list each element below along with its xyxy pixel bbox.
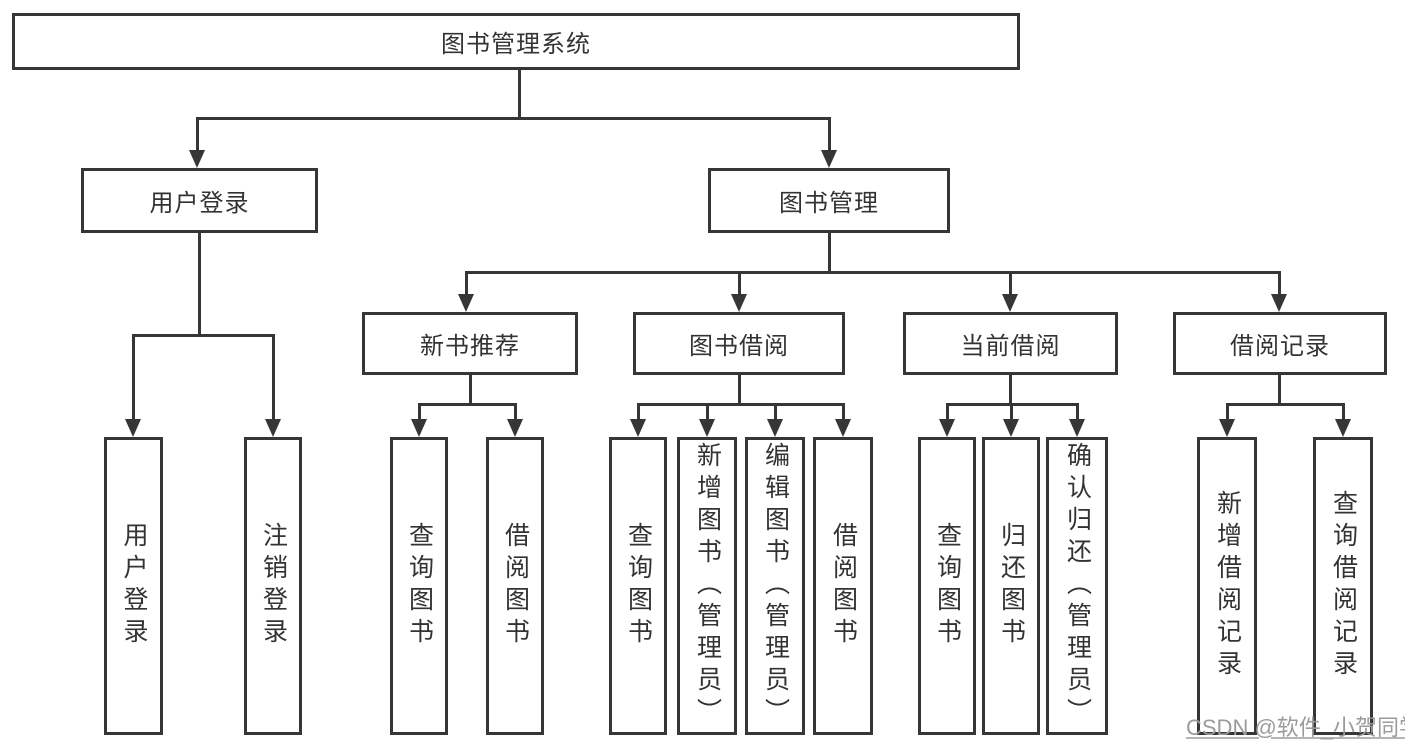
csdn-watermark: CSDN @软件_小贺同学 (1186, 715, 1405, 740)
connector-current-drop1 (946, 403, 949, 421)
node-user-login: 用户登录 (81, 168, 318, 233)
leaf-return-books: 归还图书 (982, 437, 1040, 735)
node-current-borrowing-label: 当前借阅 (960, 333, 1061, 360)
connector-bookmgmt-span (465, 271, 1280, 274)
connector-records-drop2 (1342, 403, 1345, 421)
connector-borrowing-stem (738, 375, 741, 406)
leaf-add-borrow-record: 新增借阅记录 (1197, 437, 1257, 735)
connector-root-span (196, 117, 830, 120)
connector-borrowing-drop3 (774, 403, 777, 421)
arrowhead-current-borrowing (1002, 294, 1018, 312)
arrowhead-edit-book-admin (767, 419, 783, 437)
connector-records-stem (1278, 375, 1281, 406)
node-book-borrowing: 图书借阅 (633, 312, 845, 375)
arrowhead-query-books-borrowing (630, 419, 646, 437)
connector-root-drop-right (828, 117, 831, 152)
connector-bookmgmt-drop2 (738, 271, 741, 296)
node-new-book-recommend-label: 新书推荐 (420, 333, 520, 360)
leaf-query-books-borrowing: 查询图书 (609, 437, 667, 735)
node-borrowing-records-label: 借阅记录 (1230, 333, 1330, 360)
node-book-management: 图书管理 (708, 168, 950, 233)
arrowhead-borrow-books-borrowing (835, 419, 851, 437)
connector-userlogin-drop1 (132, 334, 135, 421)
leaf-borrow-books-borrowing: 借阅图书 (813, 437, 873, 735)
arrowhead-book-management (821, 150, 837, 168)
connector-borrowing-drop2 (706, 403, 709, 421)
connector-root-stem (518, 70, 521, 119)
arrowhead-new-book-recommend (458, 294, 474, 312)
leaf-edit-book-admin: 编辑图书（管理员） (745, 437, 805, 735)
leaf-confirm-return-admin: 确认归还（管理员） (1046, 437, 1108, 735)
connector-borrowing-drop4 (842, 403, 845, 421)
connector-root-drop-left (196, 117, 199, 152)
connector-bookmgmt-drop4 (1278, 271, 1281, 296)
connector-records-drop1 (1226, 403, 1229, 421)
leaf-add-book-admin: 新增图书（管理员） (677, 437, 737, 735)
arrowhead-return-books (1003, 419, 1019, 437)
leaf-borrow-books-recommend: 借阅图书 (486, 437, 544, 735)
node-borrowing-records: 借阅记录 (1173, 312, 1387, 375)
node-book-borrowing-label: 图书借阅 (689, 333, 789, 360)
arrowhead-confirm-return-admin (1069, 419, 1085, 437)
connector-bookmgmt-stem (828, 233, 831, 274)
node-user-login-label: 用户登录 (149, 190, 250, 217)
connector-userlogin-stem (198, 233, 201, 337)
leaf-logout: 注销登录 (244, 437, 302, 735)
arrowhead-add-borrow-record (1219, 419, 1235, 437)
arrowhead-add-book-admin (699, 419, 715, 437)
connector-userlogin-span (132, 334, 275, 337)
connector-borrowing-span (637, 403, 844, 406)
node-root-label: 图书管理系统 (441, 31, 591, 58)
connector-recommend-span (418, 403, 516, 406)
arrowhead-query-books-current (939, 419, 955, 437)
connector-records-span (1226, 403, 1344, 406)
node-new-book-recommend: 新书推荐 (362, 312, 578, 375)
node-root: 图书管理系统 (12, 13, 1020, 70)
leaf-query-books-current: 查询图书 (918, 437, 976, 735)
arrowhead-borrow-books-recommend (507, 419, 523, 437)
connector-bookmgmt-drop1 (465, 271, 468, 296)
leaf-query-books-recommend: 查询图书 (390, 437, 448, 735)
connector-recommend-drop1 (418, 403, 421, 421)
arrowhead-borrowing-records (1271, 294, 1287, 312)
connector-borrowing-drop1 (637, 403, 640, 421)
arrowhead-user-login (189, 150, 205, 168)
connector-userlogin-drop2 (272, 334, 275, 421)
node-current-borrowing: 当前借阅 (903, 312, 1118, 375)
connector-recommend-drop2 (514, 403, 517, 421)
node-book-management-label: 图书管理 (779, 190, 879, 217)
arrowhead-leaf-logout (265, 419, 281, 437)
connector-current-stem (1009, 375, 1012, 406)
arrowhead-query-books-recommend (411, 419, 427, 437)
connector-current-drop2 (1010, 403, 1013, 421)
leaf-query-borrow-record: 查询借阅记录 (1313, 437, 1373, 735)
arrowhead-leaf-user-login (125, 419, 141, 437)
arrowhead-query-borrow-record (1335, 419, 1351, 437)
leaf-user-login: 用户登录 (104, 437, 163, 735)
connector-current-drop3 (1076, 403, 1079, 421)
connector-bookmgmt-drop3 (1009, 271, 1012, 296)
connector-recommend-stem (469, 375, 472, 406)
arrowhead-book-borrowing (731, 294, 747, 312)
